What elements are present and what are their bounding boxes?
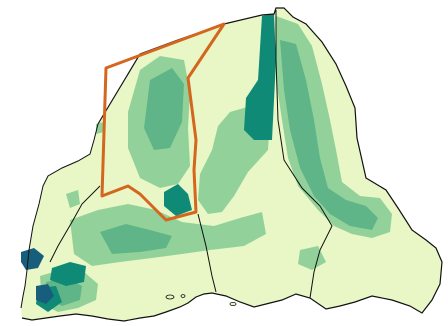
district-border-inner-3 bbox=[275, 10, 333, 299]
selected-outline bbox=[100, 22, 226, 222]
island-3 bbox=[229, 301, 237, 306]
coastline bbox=[21, 7, 443, 322]
water-inlet-south bbox=[36, 284, 54, 304]
region-class-3-north-core bbox=[144, 68, 184, 150]
district-border-inner-1 bbox=[49, 185, 101, 263]
district-border-inner-2 bbox=[197, 213, 217, 293]
district-border-west bbox=[20, 123, 99, 309]
island-1 bbox=[165, 294, 175, 300]
region-class-3-southwest-core bbox=[100, 224, 172, 254]
region-class-4-north-center bbox=[244, 14, 276, 140]
region-class-2-east-band bbox=[276, 16, 392, 238]
island-2 bbox=[180, 294, 186, 298]
region-class-2-northwest-patch bbox=[66, 190, 80, 208]
region-class-4-southwest-coast bbox=[50, 262, 86, 286]
water-inlet-west bbox=[21, 248, 44, 270]
region-class-3-east-core bbox=[280, 40, 378, 230]
region-class-4-selected-edge bbox=[164, 184, 192, 216]
